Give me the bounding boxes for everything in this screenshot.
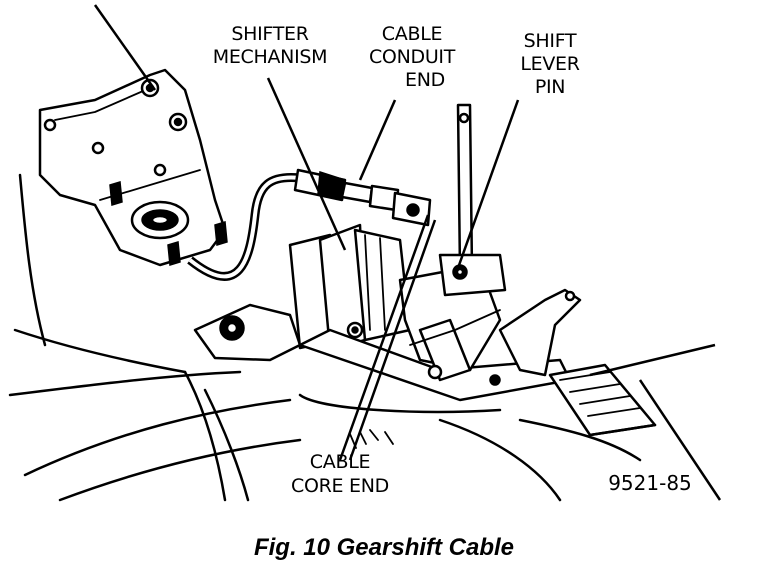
leader-shift-lever-pin — [456, 99, 520, 269]
label-pin-line2: LEVER — [520, 53, 579, 75]
mounting-bracket — [38, 68, 228, 267]
leader-bottom-right — [638, 379, 722, 501]
label-shifter-line1: SHIFTER — [231, 23, 308, 45]
leader-top-left — [93, 4, 157, 91]
label-core-line2: CORE END — [291, 475, 389, 497]
label-pin-line3: PIN — [535, 76, 565, 98]
leader-cable-core-end-b — [348, 219, 437, 461]
shift-lever — [438, 103, 507, 297]
gearshift-cable — [187, 168, 432, 281]
shifter-mechanism — [193, 223, 572, 402]
label-conduit-line2: CONDUIT — [369, 46, 456, 68]
leader-right-pad — [589, 343, 716, 377]
figure-id: 9521-85 — [608, 471, 692, 495]
leader-cable-core-end-a — [338, 214, 430, 461]
label-conduit-line1: CABLE — [382, 23, 442, 45]
label-pin-line1: SHIFT — [524, 30, 577, 52]
label-core-line1: CABLE — [310, 451, 370, 473]
leader-shifter-mechanism — [266, 77, 347, 251]
right-bracket — [498, 288, 657, 437]
figure-caption: Fig. 10 Gearshift Cable — [254, 534, 514, 561]
floor-panel — [8, 173, 642, 502]
label-conduit-line3: END — [405, 69, 445, 91]
callout-labels: SHIFTER MECHANISM CABLE CONDUIT END SHIF… — [213, 23, 692, 497]
leader-cable-conduit-end — [358, 99, 397, 181]
label-shifter-line2: MECHANISM — [213, 46, 328, 68]
leader-lines — [93, 4, 722, 501]
